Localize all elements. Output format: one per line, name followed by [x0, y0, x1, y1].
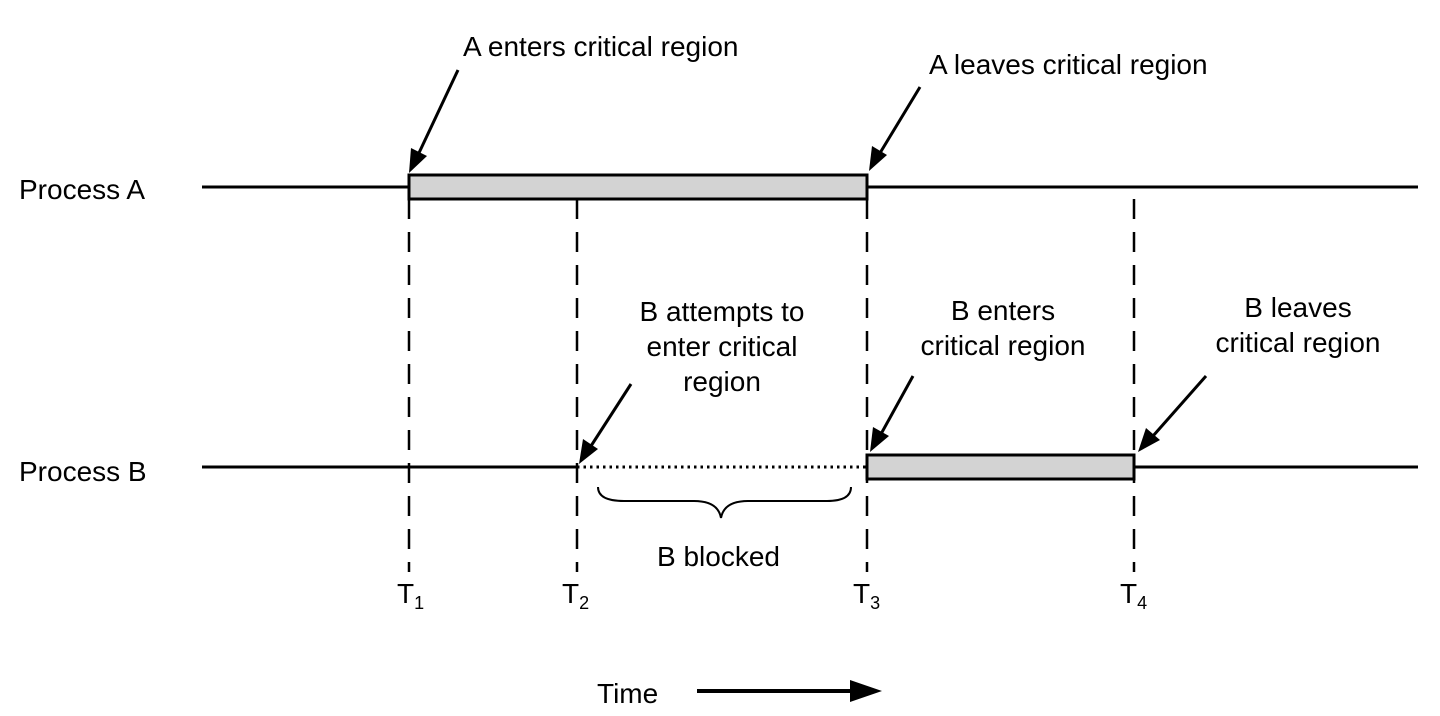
- arrow-b-enters: [870, 375, 915, 452]
- annotation-b-enters-line-2: critical region: [920, 330, 1086, 361]
- annotation-a-enters: A enters critical region: [463, 31, 739, 62]
- arrow-a-enters: [409, 69, 460, 173]
- arrow-b-attempts: [579, 383, 633, 464]
- time-arrow: [697, 680, 882, 702]
- annotation-a-leaves: A leaves critical region: [929, 49, 1208, 80]
- arrow-a-leaves: [869, 86, 922, 171]
- annotation-b-attempts: B attempts to enter critical region: [602, 294, 842, 399]
- process-b-label: Process B: [19, 456, 147, 487]
- time-mark-t2: T2: [562, 578, 590, 614]
- annotation-b-enters-line-1: B enters: [950, 295, 1056, 326]
- arrow-b-leaves: [1138, 375, 1208, 452]
- process-a-label: Process A: [19, 174, 146, 205]
- annotation-b-leaves-line-1: B leaves: [1244, 292, 1352, 323]
- process-a-critical-region-bar: [407, 173, 869, 201]
- time-mark-t1: T1: [397, 578, 425, 614]
- annotation-b-attempts-line-2: enter critical: [646, 331, 798, 362]
- annotation-b-blocked: B blocked: [657, 541, 780, 572]
- annotation-b-attempts-line-1: B attempts to: [639, 296, 805, 327]
- process-b-critical-region-bar: [865, 453, 1136, 481]
- annotation-b-leaves-line-2: critical region: [1215, 327, 1381, 358]
- time-axis-label: Time: [597, 678, 659, 709]
- b-blocked-brace: [597, 486, 852, 519]
- annotation-b-attempts-line-3: region: [683, 366, 761, 397]
- time-mark-t3: T3: [853, 578, 881, 614]
- time-mark-t4: T4: [1120, 578, 1148, 614]
- annotation-b-leaves: B leaves critical region: [1193, 290, 1403, 360]
- annotation-b-enters: B enters critical region: [898, 293, 1108, 363]
